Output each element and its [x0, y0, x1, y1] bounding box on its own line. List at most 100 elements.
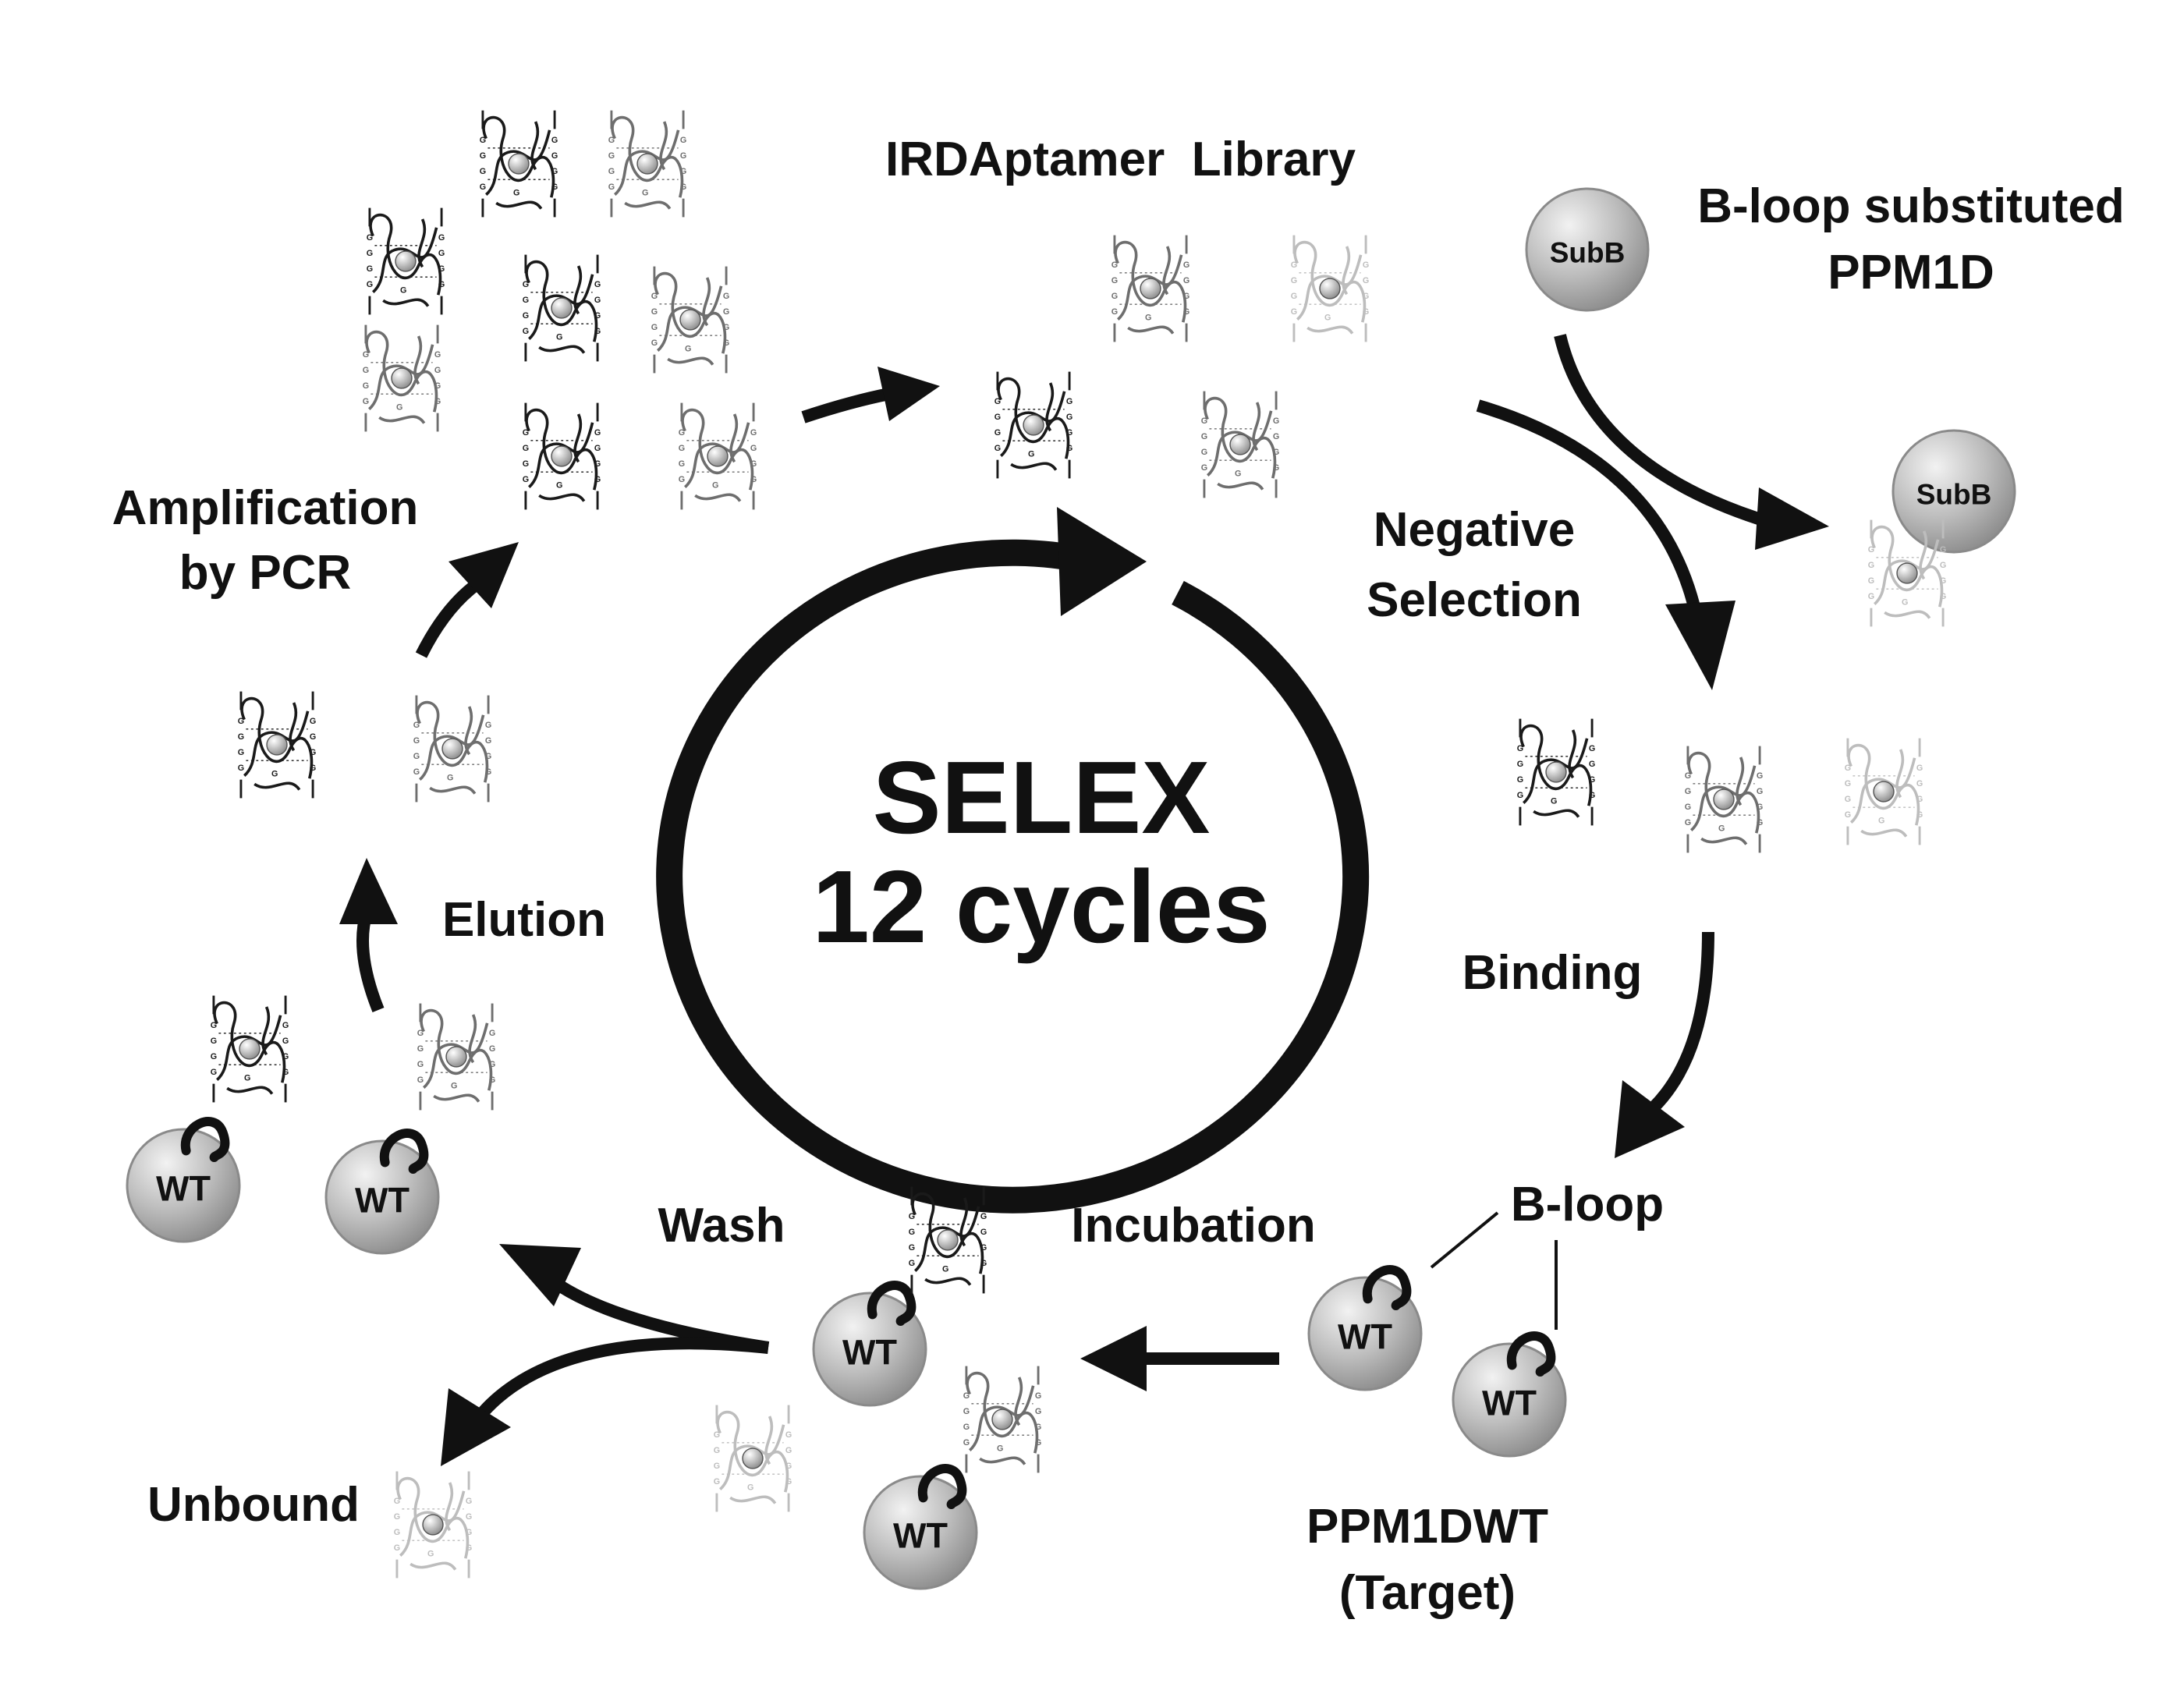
svg-text:G: G: [785, 1462, 792, 1471]
svg-text:G: G: [1112, 260, 1118, 270]
svg-text:G: G: [1845, 795, 1851, 804]
svg-text:G: G: [1363, 307, 1369, 317]
svg-text:G: G: [394, 1512, 400, 1522]
b-loop-icon: [379, 1129, 429, 1174]
wt-sphere-target-1: WT: [1307, 1265, 1423, 1391]
wt-sphere-label: WT: [156, 1169, 211, 1209]
svg-text:G: G: [1517, 744, 1523, 753]
svg-text:G: G: [1940, 545, 1946, 555]
svg-text:G: G: [594, 459, 601, 469]
b-loop-icon: [180, 1117, 230, 1162]
arrow-elution-head: [339, 858, 398, 924]
svg-text:G: G: [785, 1430, 792, 1440]
arrow-to-library: [801, 388, 891, 423]
wt-sphere-label: WT: [1338, 1317, 1392, 1357]
svg-text:G: G: [1035, 1407, 1041, 1416]
svg-text:G: G: [489, 1044, 495, 1054]
svg-text:G: G: [980, 1259, 987, 1268]
subb-label-line1: B-loop substituted: [1697, 179, 2125, 233]
svg-text:G: G: [714, 1462, 720, 1471]
arrow-subb-capture-head: [1755, 487, 1829, 550]
svg-text:G: G: [750, 459, 757, 469]
svg-text:G: G: [909, 1259, 915, 1268]
svg-text:G: G: [413, 736, 420, 746]
svg-text:G: G: [485, 736, 491, 746]
svg-text:G: G: [963, 1407, 970, 1416]
svg-text:G: G: [480, 151, 486, 161]
svg-text:G: G: [909, 1212, 915, 1221]
svg-text:G: G: [994, 397, 1001, 406]
svg-text:G: G: [994, 444, 1001, 453]
svg-text:G: G: [1845, 764, 1851, 773]
svg-text:G: G: [310, 717, 316, 726]
svg-text:G: G: [1757, 787, 1763, 796]
wash-label: Wash: [658, 1199, 785, 1253]
svg-text:G: G: [1066, 413, 1072, 422]
svg-text:G: G: [651, 323, 658, 332]
svg-text:G: G: [1868, 576, 1874, 586]
svg-text:G: G: [417, 1075, 424, 1085]
wt-sphere-label: WT: [1482, 1384, 1537, 1423]
arrow-incubation-head: [1080, 1326, 1147, 1391]
svg-text:G: G: [685, 344, 691, 353]
svg-text:G: G: [608, 151, 615, 161]
svg-text:G: G: [594, 296, 601, 305]
svg-text:G: G: [1201, 432, 1207, 441]
svg-text:G: G: [750, 428, 757, 438]
svg-text:G: G: [523, 296, 529, 305]
svg-text:G: G: [594, 444, 601, 453]
svg-text:G: G: [400, 285, 406, 295]
svg-text:G: G: [1517, 791, 1523, 800]
svg-text:G: G: [551, 136, 558, 145]
svg-text:G: G: [438, 233, 445, 243]
arrow-elution: [356, 910, 385, 1012]
svg-text:G: G: [994, 428, 1001, 438]
svg-text:G: G: [466, 1497, 472, 1506]
svg-text:G: G: [417, 1044, 424, 1054]
svg-text:G: G: [1363, 292, 1369, 301]
target-label-line2: (Target): [1339, 1566, 1516, 1620]
svg-text:G: G: [785, 1477, 792, 1487]
svg-text:G: G: [750, 475, 757, 484]
svg-text:G: G: [1916, 764, 1923, 773]
svg-text:G: G: [417, 1060, 424, 1069]
svg-text:G: G: [238, 732, 244, 742]
svg-text:G: G: [1291, 307, 1297, 317]
svg-text:G: G: [1201, 448, 1207, 457]
svg-text:G: G: [489, 1075, 495, 1085]
svg-text:G: G: [310, 748, 316, 757]
svg-text:G: G: [485, 767, 491, 777]
svg-text:G: G: [282, 1036, 289, 1046]
svg-text:G: G: [489, 1029, 495, 1038]
svg-text:G: G: [466, 1512, 472, 1522]
svg-text:G: G: [1291, 292, 1297, 301]
svg-text:G: G: [413, 752, 420, 761]
svg-text:G: G: [963, 1438, 970, 1448]
svg-text:G: G: [1066, 428, 1072, 438]
svg-text:G: G: [310, 764, 316, 773]
svg-text:G: G: [1589, 744, 1595, 753]
unbound-label: Unbound: [147, 1478, 360, 1532]
arrow-unbound-head: [441, 1388, 511, 1466]
svg-text:G: G: [238, 764, 244, 773]
svg-text:G: G: [594, 428, 601, 438]
svg-text:G: G: [1183, 292, 1190, 301]
b-loop-icon: [867, 1281, 916, 1326]
elution-label: Elution: [442, 893, 606, 947]
svg-text:G: G: [594, 280, 601, 289]
subb-sphere-free: SubB: [1525, 187, 1650, 312]
svg-text:G: G: [980, 1243, 987, 1253]
wt-sphere-complex-1: WT: [812, 1281, 927, 1407]
arrow-subb-capture: [1554, 334, 1773, 529]
wt-sphere-complex-2: WT: [863, 1464, 978, 1590]
svg-text:G: G: [1940, 592, 1946, 601]
svg-text:G: G: [1273, 416, 1279, 426]
